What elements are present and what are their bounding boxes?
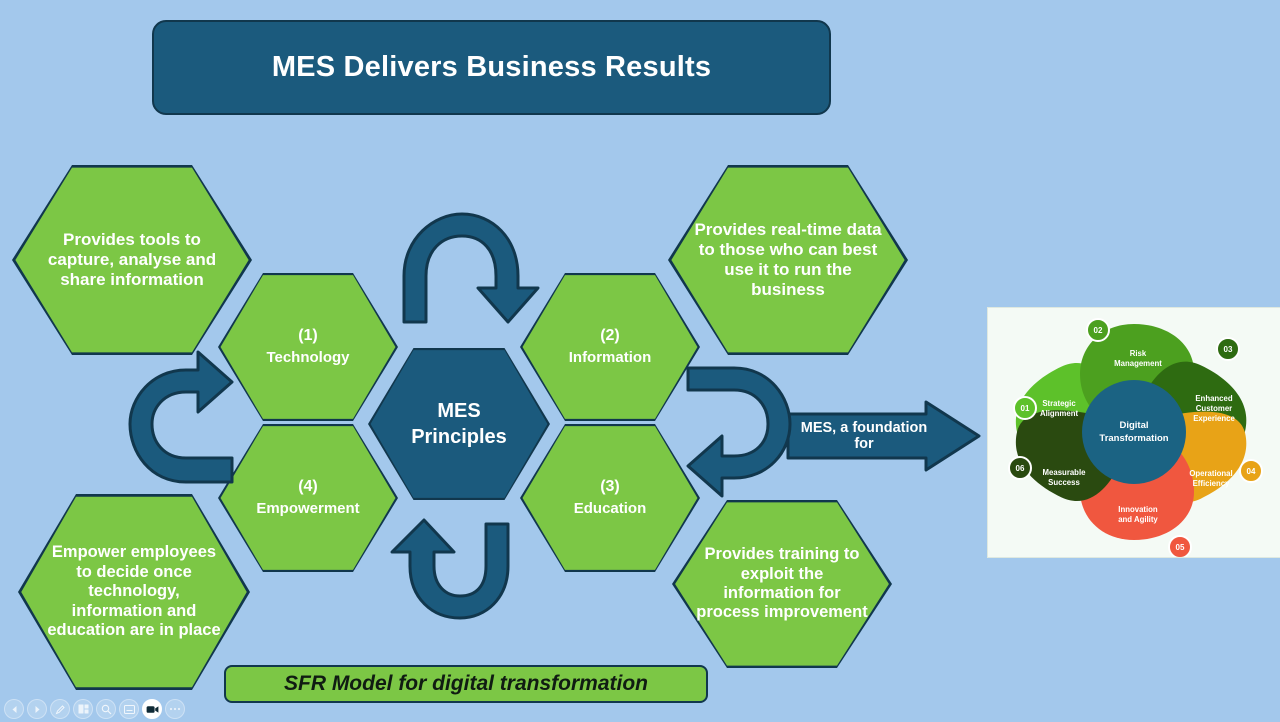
principle-hex-information[interactable]: (2) Information — [520, 273, 700, 421]
previous-icon[interactable] — [4, 699, 24, 719]
petal-03-label-line3: Experience — [1193, 414, 1235, 423]
camera-icon[interactable] — [142, 699, 162, 719]
petal-03-badge-circle — [1216, 337, 1240, 361]
principle-label: Education — [573, 500, 647, 518]
principle-content: (4) Empowerment — [238, 478, 378, 518]
petal-02-badge: 02 — [1094, 326, 1103, 335]
hex-fill — [522, 275, 698, 419]
foundation-arrow-banner[interactable]: MES, a foundation for — [786, 400, 982, 472]
petal-04-badge-circle — [1239, 459, 1263, 483]
petal-06-badge-circle — [1008, 456, 1032, 480]
foundation-arrow-label: MES, a foundation for — [800, 420, 928, 452]
principle-label: Information — [568, 349, 652, 367]
right-arrow-icon — [786, 400, 981, 472]
petal-05-badge-circle — [1168, 535, 1192, 557]
principle-number: (3) — [600, 478, 620, 496]
sfr-model-banner[interactable]: SFR Model for digital transformation — [224, 665, 708, 703]
arrow-bottom-icon — [390, 518, 510, 620]
petal-01-badge-circle — [1013, 396, 1037, 420]
pen-icon[interactable] — [50, 699, 70, 719]
description-text: Provides real-time data to those who can… — [694, 219, 882, 300]
hex-fill — [671, 167, 905, 353]
petal-03-label-line2: Customer — [1196, 404, 1232, 413]
hex-fill — [522, 426, 698, 570]
arrow-top-icon — [402, 212, 540, 324]
description-text: Provides training to exploit the informa… — [696, 545, 868, 622]
sfr-model-label: SFR Model for digital transformation — [283, 672, 648, 695]
hex-fill — [370, 350, 548, 498]
petal-03-label-line1: Enhanced — [1195, 394, 1232, 403]
arrow-left-icon — [128, 350, 234, 484]
petal-04-label-line2: Efficiency — [1193, 479, 1230, 488]
petal-02-badge-circle — [1086, 318, 1110, 342]
petal-01-label-line1: Strategic — [1042, 399, 1076, 408]
principle-hex-education[interactable]: (3) Education — [520, 424, 700, 572]
digital-transformation-petal-image[interactable]: Digital Transformation Strategic Alignme… — [987, 307, 1280, 558]
caption-icon[interactable] — [119, 699, 139, 719]
petal-05-label-line2: and Agility — [1118, 515, 1158, 524]
petal-center-line2: Transformation — [1099, 433, 1168, 444]
hex-fill — [220, 275, 396, 419]
hex-fill — [220, 426, 396, 570]
description-hex-technology[interactable]: Provides tools to capture, analyse and s… — [12, 165, 252, 355]
hex-fill — [15, 167, 249, 353]
more-icon[interactable] — [165, 699, 185, 719]
petal-02-label-line2: Management — [1114, 359, 1162, 368]
zoom-icon[interactable] — [96, 699, 116, 719]
principle-hex-empowerment[interactable]: (4) Empowerment — [218, 424, 398, 572]
arrow-right-icon — [686, 366, 792, 498]
principle-label: Empowerment — [256, 500, 360, 518]
principle-number: (4) — [298, 478, 318, 496]
principle-content: (2) Information — [540, 327, 680, 367]
petal-05-badge: 05 — [1176, 543, 1185, 552]
petal-01-label-line2: Alignment — [1040, 409, 1079, 418]
description-hex-education[interactable]: Provides training to exploit the informa… — [672, 500, 892, 668]
petal-chart: Digital Transformation Strategic Alignme… — [988, 308, 1280, 557]
petal-06-label-line2: Success — [1048, 478, 1080, 487]
petal-03-badge: 03 — [1224, 345, 1233, 354]
description-hex-empowerment[interactable]: Empower employees to decide once technol… — [18, 494, 250, 690]
principle-content: (3) Education — [540, 478, 680, 518]
page-title: MES Delivers Business Results — [271, 51, 712, 83]
petal-06-label-line1: Measurable — [1043, 468, 1087, 477]
description-text: Empower employees to decide once technol… — [47, 543, 221, 640]
principle-content: (1) Technology — [238, 327, 378, 367]
principle-number: (2) — [600, 327, 620, 345]
principle-label: Technology — [266, 349, 350, 367]
petal-01-badge: 01 — [1021, 404, 1030, 413]
petal-center-line1: Digital — [1119, 420, 1148, 431]
petal-06-badge: 06 — [1016, 464, 1025, 473]
next-icon[interactable] — [27, 699, 47, 719]
description-hex-information[interactable]: Provides real-time data to those who can… — [668, 165, 908, 355]
petal-04-badge: 04 — [1247, 467, 1256, 476]
description-text: Provides tools to capture, analyse and s… — [47, 229, 217, 290]
hex-fill — [675, 502, 889, 666]
slide-title-banner: MES Delivers Business Results — [152, 20, 831, 115]
center-hex-line2: Principles — [411, 426, 507, 448]
layout-icon[interactable] — [73, 699, 93, 719]
presentation-toolbar — [0, 696, 210, 722]
principle-hex-technology[interactable]: (1) Technology — [218, 273, 398, 421]
center-hex-line1: MES — [437, 400, 481, 422]
principle-number: (1) — [298, 327, 318, 345]
petal-02-label-line1: Risk — [1130, 349, 1147, 358]
petal-05-label-line1: Innovation — [1118, 505, 1158, 514]
center-hex-content: MES Principles — [388, 398, 530, 450]
center-hex-mes-principles[interactable]: MES Principles — [368, 348, 550, 500]
petal-04-label-line1: Operational — [1189, 469, 1232, 478]
hex-fill — [21, 496, 247, 688]
petal-center-circle — [1082, 380, 1186, 484]
